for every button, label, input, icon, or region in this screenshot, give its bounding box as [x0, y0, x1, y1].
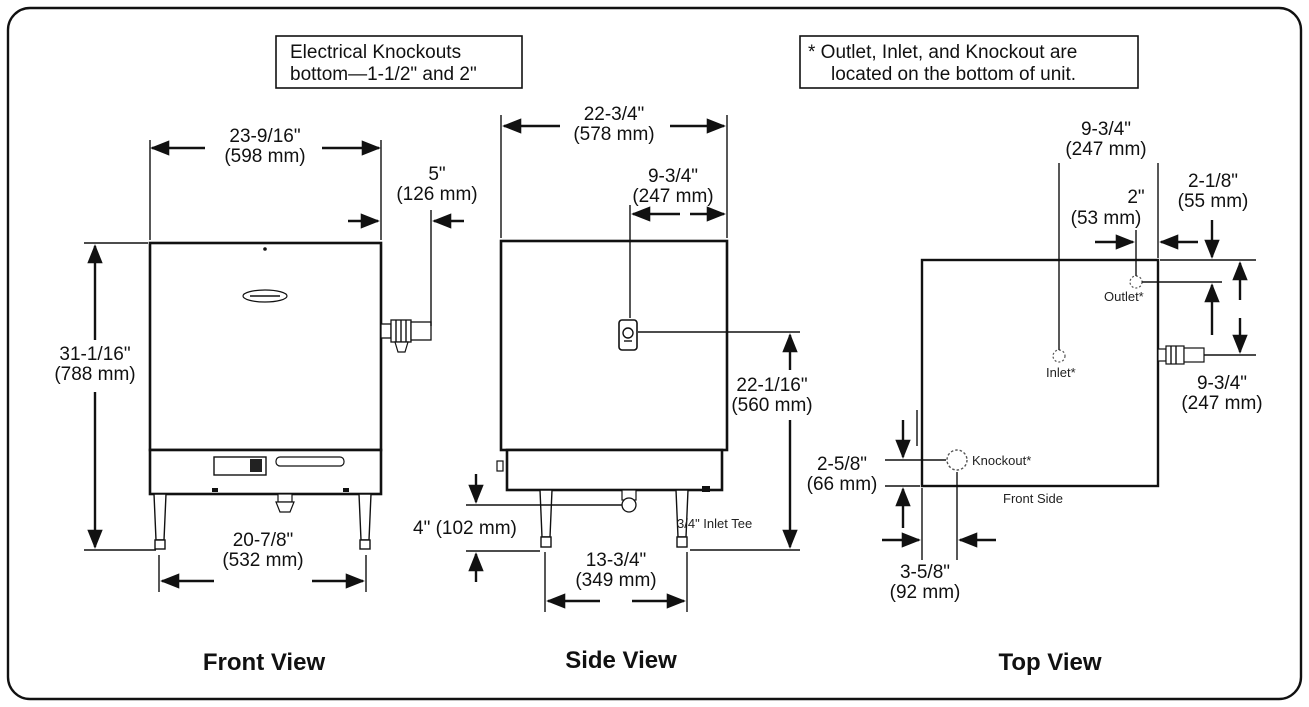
- side-depth-in: 22-3/4": [584, 104, 645, 125]
- side-legs-in: 13-3/4": [586, 550, 647, 571]
- side-depth-mm: (578 mm): [573, 124, 654, 145]
- front-view: 23-9/16" (598 mm) 5" (126 mm) 31-1/16" (…: [54, 126, 477, 676]
- top-outlet-x-in: 2": [1127, 187, 1144, 208]
- front-offset-mm: (126 mm): [396, 184, 477, 205]
- inlet-marker: [1052, 349, 1066, 363]
- side-legs-mm: (349 mm): [575, 570, 656, 591]
- location-note: * Outlet, Inlet, and Knockout are locate…: [799, 35, 1139, 89]
- outlet-label: Outlet*: [1104, 289, 1144, 304]
- top-ko-x-mm: (92 mm): [890, 582, 961, 603]
- side-clearance: 4" (102 mm): [413, 518, 517, 539]
- front-cabinet: [148, 241, 383, 452]
- side-view: 22-3/4" (578 mm) 9-3/4" (247 mm) 22-1/16…: [413, 104, 813, 674]
- front-side-label: Front Side: [1003, 491, 1063, 506]
- side-view-title: Side View: [565, 647, 677, 674]
- front-leg-right: [358, 493, 372, 541]
- front-height-mm: (788 mm): [54, 364, 135, 385]
- side-cabinet: [499, 239, 729, 452]
- side-inlet-in: 9-3/4": [648, 166, 698, 187]
- inlet-tee: [621, 489, 637, 513]
- top-outlet-pipe: [1157, 345, 1205, 365]
- front-offset-in: 5": [428, 164, 445, 185]
- side-leg-left: [539, 489, 553, 538]
- front-width-in: 23-9/16": [229, 126, 300, 147]
- top-view: Outlet* Inlet* Knockout* Front Side 9-3/…: [807, 119, 1263, 676]
- top-pipe-in: 9-3/4": [1197, 373, 1247, 394]
- front-view-title: Front View: [203, 649, 326, 676]
- top-cabinet: [920, 258, 1160, 488]
- side-outlet-height-mm: (560 mm): [731, 395, 812, 416]
- note-location-line1: * Outlet, Inlet, and Knockout are: [808, 42, 1077, 63]
- front-width-mm: (598 mm): [224, 146, 305, 167]
- top-outlet-y-in: 2-1/8": [1188, 171, 1238, 192]
- inlet-tee-label: 3/4" Inlet Tee: [677, 516, 752, 531]
- knockout-marker: [946, 449, 968, 471]
- note-location-line2: located on the bottom of unit.: [831, 64, 1076, 85]
- top-outlet-x-mm: (53 mm): [1071, 208, 1142, 229]
- note-electrical-line1: Electrical Knockouts: [290, 42, 461, 63]
- side-handle: [618, 319, 638, 351]
- side-base: [505, 448, 724, 492]
- side-inlet-mm: (247 mm): [632, 186, 713, 207]
- top-inlet-mm: (247 mm): [1065, 139, 1146, 160]
- front-leg-left: [153, 493, 167, 541]
- front-legs-mm: (532 mm): [222, 550, 303, 571]
- note-electrical-line2: bottom—1-1/2" and 2": [290, 64, 477, 85]
- top-ko-y-mm: (66 mm): [807, 474, 878, 495]
- outlet-marker: [1129, 275, 1143, 289]
- top-ko-x-in: 3-5/8": [900, 562, 950, 583]
- electrical-knockouts-note: Electrical Knockouts bottom—1-1/2" and 2…: [275, 35, 523, 89]
- top-ko-y-in: 2-5/8": [817, 454, 867, 475]
- outlet-pipe: [380, 319, 432, 353]
- side-outlet-height-in: 22-1/16": [736, 375, 807, 396]
- top-inlet-in: 9-3/4": [1081, 119, 1131, 140]
- front-legs-in: 20-7/8": [233, 530, 294, 551]
- inlet-label: Inlet*: [1046, 365, 1076, 380]
- top-outlet-y-mm: (55 mm): [1178, 191, 1249, 212]
- top-view-title: Top View: [998, 649, 1101, 676]
- front-height-in: 31-1/16": [59, 344, 130, 365]
- knockout-label: Knockout*: [972, 453, 1031, 468]
- top-pipe-mm: (247 mm): [1181, 393, 1262, 414]
